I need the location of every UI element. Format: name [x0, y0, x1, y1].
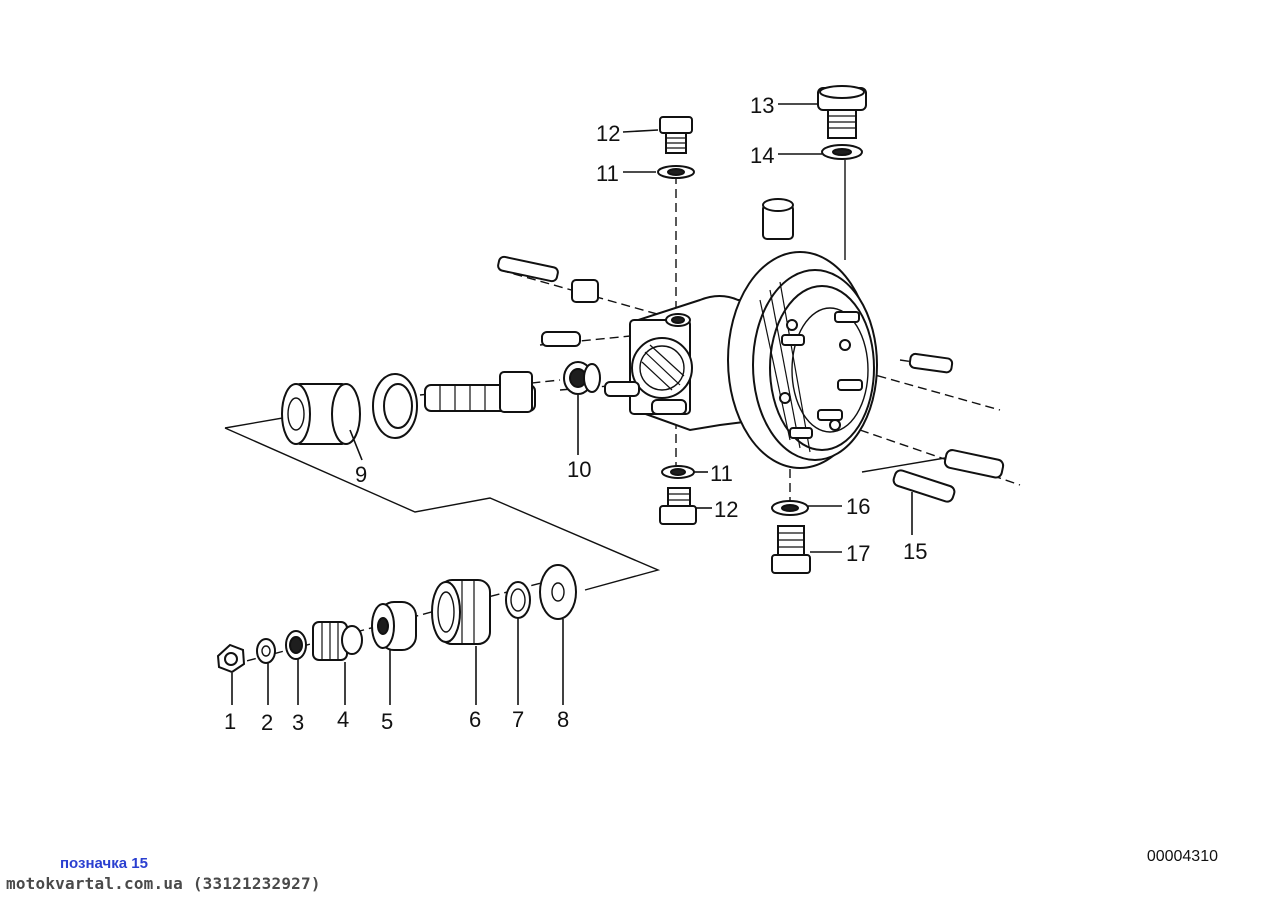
- callout-4: 4: [337, 707, 349, 732]
- drive-housing: [629, 198, 878, 469]
- site-watermark: motokvartal.com.ua (33121232927): [6, 874, 321, 893]
- callout-2: 2: [261, 710, 273, 735]
- callout-11-top: 11: [596, 161, 619, 186]
- part-4-gear: [312, 621, 363, 661]
- callout-9: 9: [355, 462, 367, 487]
- housing-fasteners: [497, 255, 1005, 503]
- diagram-reference-number: 00004310: [1146, 848, 1218, 865]
- callout-12-top: 12: [596, 121, 620, 146]
- top-plug-assembly: [657, 116, 695, 179]
- bottom-plug-assembly: [659, 465, 697, 525]
- callout-15: 15: [903, 539, 927, 564]
- leader-lines: [231, 103, 913, 705]
- callout-5: 5: [381, 709, 393, 734]
- part-6-sleeve: [431, 579, 491, 645]
- drain-plug-assembly: [771, 500, 811, 574]
- callout-labels: 1 2 3 4 5 6 7 8 9 10 11 12 13 14 11 12 1…: [224, 93, 927, 735]
- callout-8: 8: [557, 707, 569, 732]
- flange-studs: [779, 311, 863, 439]
- part-5-bearing: [371, 601, 417, 651]
- callout-13: 13: [750, 93, 774, 118]
- callout-14: 14: [750, 143, 774, 168]
- part-3-ring: [285, 630, 307, 660]
- part-2-washer: [256, 638, 276, 664]
- callout-17: 17: [846, 541, 870, 566]
- callout-1: 1: [224, 709, 236, 734]
- callout-7: 7: [512, 707, 524, 732]
- part-1-nut: [216, 643, 246, 674]
- part-8-washer: [539, 564, 577, 620]
- output-shaft-parts: [216, 564, 577, 674]
- callout-11-bottom: 11: [710, 461, 733, 486]
- part-7-ring: [505, 581, 531, 619]
- callout-16: 16: [846, 494, 870, 519]
- callout-3: 3: [292, 710, 304, 735]
- callout-10: 10: [567, 457, 591, 482]
- callout-6: 6: [469, 707, 481, 732]
- filler-plug-assembly: [817, 85, 867, 160]
- callout-12-bottom: 12: [714, 497, 738, 522]
- tag-label: позначка 15: [60, 855, 148, 872]
- pinion-shaft-assembly: [281, 361, 601, 445]
